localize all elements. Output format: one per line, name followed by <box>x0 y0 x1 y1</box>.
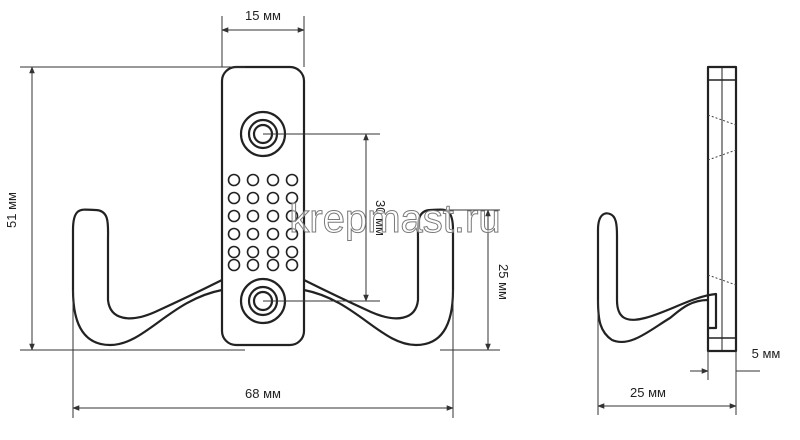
front-view <box>71 65 455 347</box>
dim-label-hole-spacing: 30 мм <box>373 200 388 236</box>
side-hidden-lines <box>707 114 737 286</box>
side-hook <box>596 212 718 343</box>
mounting-plate <box>220 65 306 347</box>
dim-label-width-total: 68 мм <box>245 386 281 401</box>
watermark: krepmast.ru <box>289 197 500 241</box>
front-dimensions <box>20 16 500 418</box>
side-view <box>596 65 738 353</box>
right-hook <box>303 208 455 347</box>
dot-pattern <box>227 173 299 272</box>
dim-label-thickness: 5 мм <box>752 346 781 361</box>
dim-label-width-top: 15 мм <box>245 8 281 23</box>
dim-label-hook-height: 25 мм <box>496 264 511 300</box>
side-dimensions <box>597 300 760 415</box>
dim-label-projection: 25 мм <box>630 385 666 400</box>
left-hook <box>71 208 223 347</box>
dim-label-height-total: 51 мм <box>4 192 19 228</box>
